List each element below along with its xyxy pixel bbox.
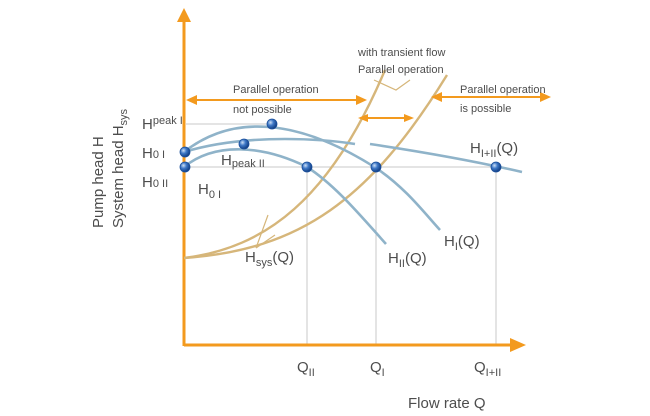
note-transient-line-1: with transient flow bbox=[357, 47, 445, 59]
point-h-peak-2 bbox=[238, 138, 250, 150]
y-axis-label-system-head: System head Hsys bbox=[110, 108, 130, 228]
label-h-peak-1: Hpeak I bbox=[142, 115, 183, 133]
label-h-0-2: H0 II bbox=[142, 174, 168, 191]
label-h-1: HI(Q) bbox=[444, 233, 480, 253]
point-h-peak-1 bbox=[266, 118, 278, 130]
operation-arrows bbox=[186, 79, 551, 122]
note-not-possible-line-1: Parallel operation bbox=[233, 84, 319, 96]
point-q-1-2 bbox=[490, 161, 502, 173]
label-h-0-1-inner: H0 I bbox=[198, 181, 221, 201]
curve-h-1 bbox=[183, 125, 441, 231]
system-curve-steep bbox=[183, 69, 387, 260]
transient-leader bbox=[373, 79, 411, 91]
label-q-1-2: QI+II bbox=[474, 359, 501, 379]
label-h-peak-2: Hpeak II bbox=[221, 152, 265, 170]
axes bbox=[177, 8, 526, 352]
label-h-sys: Hsys(Q) bbox=[245, 249, 294, 269]
curve-h-1-2 bbox=[183, 137, 523, 174]
y-axis-arrow bbox=[177, 8, 191, 22]
label-h-0-1: H0 I bbox=[142, 145, 165, 162]
hsys-leader bbox=[255, 214, 276, 249]
note-transient-line-2: Parallel operation bbox=[358, 64, 444, 76]
x-axis-label: Flow rate Q bbox=[408, 395, 486, 412]
note-not-possible-line-2: not possible bbox=[233, 104, 292, 116]
label-h-1-2: HI+II(Q) bbox=[470, 140, 518, 160]
note-possible-line-1: Parallel operation bbox=[460, 84, 546, 96]
point-h-0-1 bbox=[179, 146, 191, 158]
point-q-1 bbox=[370, 161, 382, 173]
y-axis-label-pump-head: Pump head H bbox=[90, 136, 107, 228]
label-h-2: HII(Q) bbox=[388, 250, 427, 270]
point-h-0-2 bbox=[179, 161, 191, 173]
note-possible-line-2: is possible bbox=[460, 103, 511, 115]
label-q-2: QII bbox=[297, 359, 315, 379]
x-axis-arrow bbox=[510, 338, 526, 352]
system-curve-flat bbox=[183, 74, 449, 260]
label-q-1: QI bbox=[370, 359, 385, 379]
operating-points bbox=[179, 118, 502, 173]
point-q-2 bbox=[301, 161, 313, 173]
